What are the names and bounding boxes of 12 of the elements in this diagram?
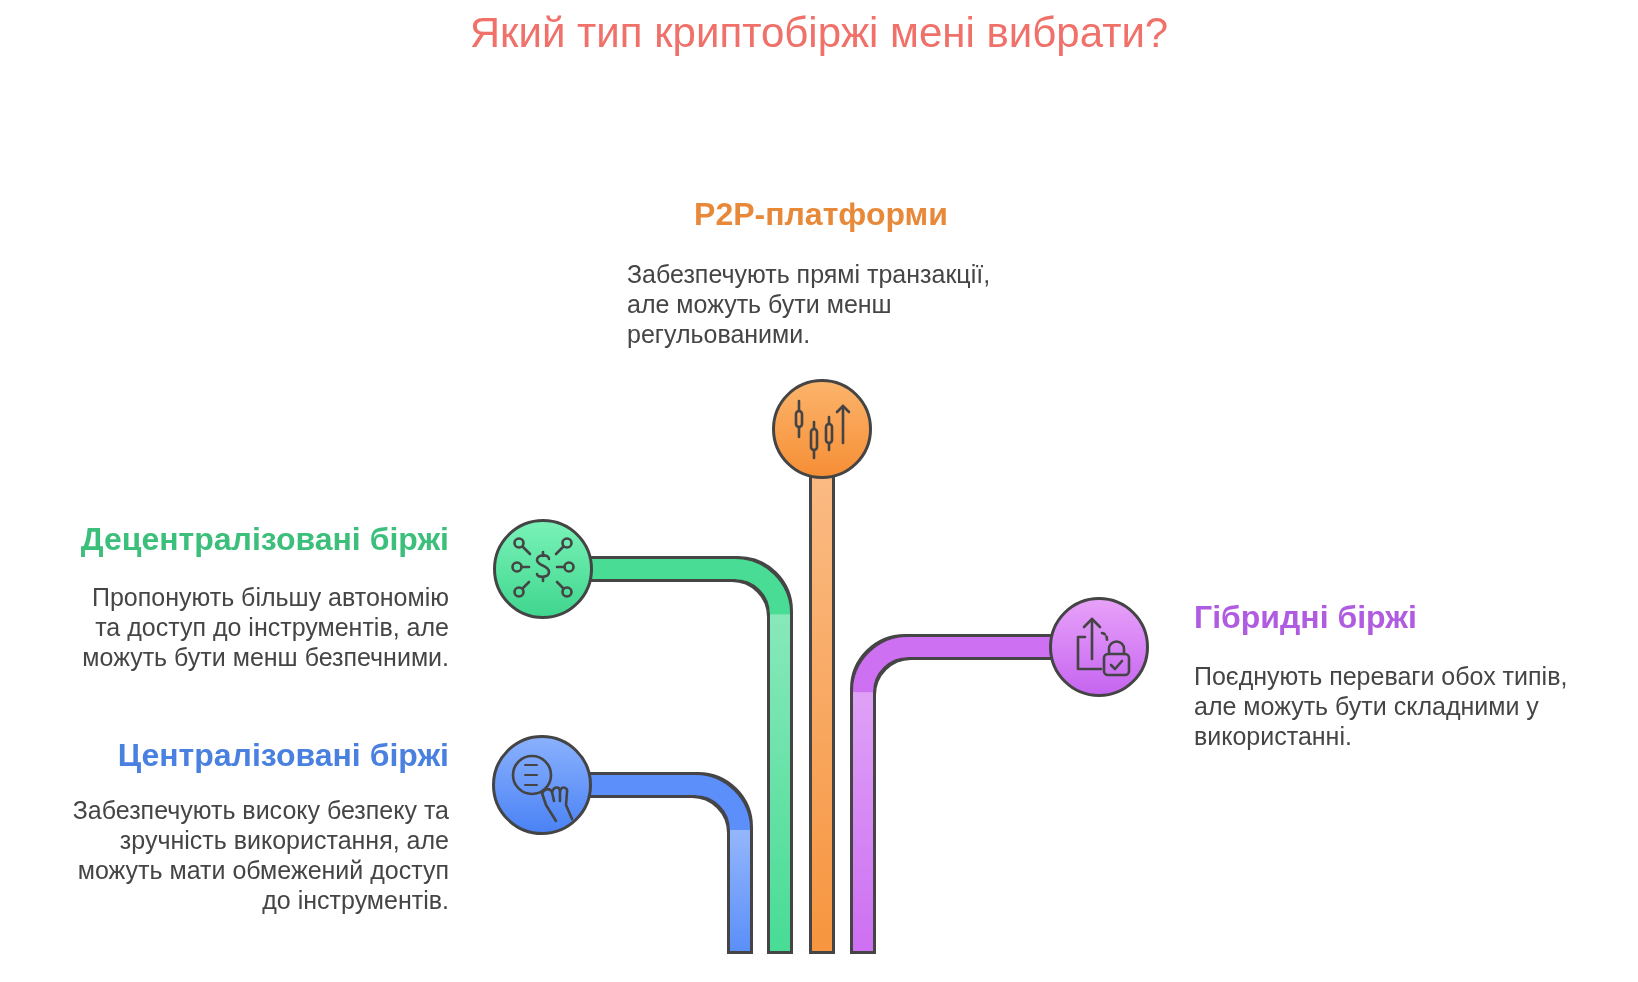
heading: P2P-платформи <box>693 195 949 233</box>
description: Поєднують переваги обох типів, але можуть бути складними у використанні. <box>1194 661 1569 751</box>
title: Який тип криптобіржі мені вибрати? <box>468 8 1170 58</box>
pipe-connector <box>592 559 790 951</box>
heading: Централізовані біржі <box>116 736 449 774</box>
heading: Децентралізовані біржі <box>79 520 449 558</box>
pipe-connector <box>853 637 1050 951</box>
description: Пропонують більшу автономію та доступ до інструментів, але можуть бути менш безпечними. <box>81 582 449 672</box>
heading: Гібридні біржі <box>1194 598 1418 636</box>
description: Забезпечують прямі транзакції, але можуть бути менш регульованими. <box>627 259 992 349</box>
description: Забезпечують високу безпеку та зручність використання, але можуть мати обмежений доступ до інструментів. <box>71 795 449 915</box>
pipe-connector <box>812 478 832 951</box>
